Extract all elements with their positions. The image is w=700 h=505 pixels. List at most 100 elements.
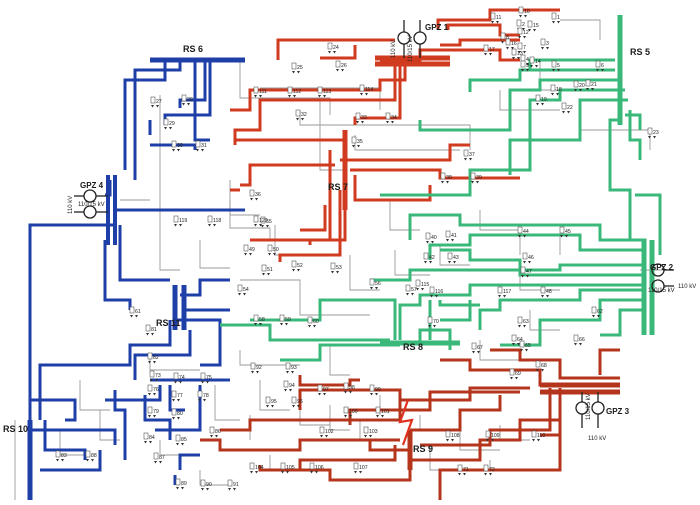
load-node-label: 15 bbox=[533, 23, 539, 29]
load-node-79: 79 bbox=[147, 406, 159, 418]
load-node-100: 100 bbox=[343, 406, 358, 418]
load-node-label: 57 bbox=[411, 287, 417, 293]
load-arrow-icon bbox=[238, 293, 246, 296]
load-arrow-icon bbox=[318, 393, 326, 396]
load-node-19: 19 bbox=[535, 94, 547, 106]
load-arrow-icon bbox=[484, 473, 492, 476]
load-node-label: 81 bbox=[151, 327, 157, 333]
load-node-label: 24 bbox=[333, 45, 339, 51]
load-node-label: 56 bbox=[375, 281, 381, 287]
load-node-84: 84 bbox=[143, 432, 155, 444]
load-arrow-icon bbox=[198, 399, 206, 402]
gpz4-mv: 110/15 kV bbox=[78, 202, 105, 208]
load-node-label: 78 bbox=[203, 393, 209, 399]
load-node-label: 115 bbox=[421, 282, 429, 288]
load-arrow-icon bbox=[356, 121, 364, 124]
load-arrow-icon bbox=[144, 441, 152, 444]
load-arrow-icon bbox=[528, 29, 536, 32]
load-node-117: 117 bbox=[497, 286, 511, 298]
load-arrow-icon bbox=[266, 405, 274, 408]
load-node-15: 15 bbox=[527, 20, 539, 32]
load-arrow-icon bbox=[296, 118, 304, 121]
blue-network bbox=[28, 58, 245, 500]
load-arrow-icon bbox=[172, 149, 180, 152]
load-arrow-icon bbox=[574, 89, 582, 92]
load-node-40: 40 bbox=[425, 232, 437, 244]
load-node-52: 52 bbox=[291, 260, 303, 272]
rs10-label: RS 10 bbox=[3, 424, 28, 434]
load-arrow-icon bbox=[518, 36, 526, 39]
load-arrow-icon bbox=[148, 393, 156, 396]
load-node-113: 113 bbox=[317, 86, 331, 98]
load-node-7: 7 bbox=[517, 42, 526, 54]
load-node-label: 104 bbox=[255, 465, 264, 471]
load-node-11: 11 bbox=[490, 12, 501, 24]
load-node-65: 65 bbox=[519, 340, 531, 352]
rs5-label: RS 5 bbox=[630, 47, 650, 57]
load-node-29: 29 bbox=[163, 118, 175, 130]
load-node-label: 26 bbox=[341, 63, 347, 69]
load-node-label: 76 bbox=[153, 387, 159, 393]
load-arrow-icon bbox=[530, 65, 538, 68]
load-node-label: 74 bbox=[179, 375, 185, 381]
load-arrow-icon bbox=[250, 471, 258, 474]
load-node-108: 108 bbox=[445, 430, 460, 442]
load-arrow-icon bbox=[352, 145, 360, 148]
load-arrow-icon bbox=[416, 288, 424, 291]
load-node-label: 42 bbox=[429, 255, 435, 261]
load-node-label: 68 bbox=[541, 363, 547, 369]
load-node-label: 69 bbox=[515, 371, 521, 377]
load-node-76: 76 bbox=[147, 384, 159, 396]
load-node-label: 63 bbox=[523, 319, 529, 325]
load-arrow-icon bbox=[344, 415, 352, 418]
load-arrow-icon bbox=[308, 325, 316, 328]
load-arrow-icon bbox=[344, 391, 352, 394]
load-arrow-icon bbox=[562, 111, 570, 114]
load-node-28: 28 bbox=[181, 94, 193, 106]
load-node-101: 101 bbox=[375, 406, 390, 418]
load-node-5: 5 bbox=[551, 60, 560, 72]
gpz3-mv: 110/15 kV bbox=[586, 393, 592, 420]
load-arrow-icon bbox=[446, 439, 454, 442]
load-arrow-icon bbox=[574, 343, 582, 346]
load-node-51: 51 bbox=[261, 264, 273, 276]
load-node-label: 37 bbox=[469, 152, 475, 158]
load-node-60: 60 bbox=[307, 316, 319, 328]
gpz2-label: GPZ 2 bbox=[650, 263, 674, 272]
load-arrow-icon bbox=[523, 261, 531, 264]
load-node-115: 115 bbox=[415, 279, 429, 291]
load-node-64: 64 bbox=[511, 334, 523, 346]
load-node-47: 47 bbox=[520, 266, 532, 278]
load-node-label: 62 bbox=[597, 309, 603, 315]
load-arrow-icon bbox=[328, 51, 336, 54]
load-arrow-icon bbox=[86, 459, 94, 462]
load-arrow-icon bbox=[261, 225, 269, 228]
load-node-94: 94 bbox=[283, 380, 295, 392]
load-node-label: 59 bbox=[285, 317, 291, 323]
load-node-label: 19 bbox=[541, 97, 547, 103]
load-node-label: 87 bbox=[159, 455, 165, 461]
load-node-label: 4 bbox=[526, 57, 529, 63]
load-node-44: 44 bbox=[517, 226, 529, 238]
load-arrow-icon bbox=[288, 95, 296, 98]
gpz1-label: GPZ 1 bbox=[425, 23, 449, 32]
load-node-109: 109 bbox=[485, 430, 500, 442]
load-node-label: 108 bbox=[451, 433, 460, 439]
load-node-label: 30 bbox=[177, 143, 183, 149]
load-arrow-icon bbox=[430, 295, 438, 298]
load-arrow-icon bbox=[370, 393, 378, 396]
load-node-72: 72 bbox=[483, 464, 495, 476]
load-node-37: 37 bbox=[463, 149, 475, 161]
load-node-16: 16 bbox=[505, 38, 517, 50]
load-arrow-icon bbox=[536, 369, 544, 372]
load-node-label: 119 bbox=[179, 218, 187, 224]
load-node-12: 12 bbox=[517, 27, 529, 39]
load-node-label: 64 bbox=[517, 337, 523, 343]
load-node-label: 86 bbox=[215, 429, 221, 435]
load-node-21: 21 bbox=[585, 79, 597, 91]
load-node-label: 113 bbox=[323, 89, 331, 95]
load-arrow-icon bbox=[518, 235, 526, 238]
gray-links bbox=[14, 19, 670, 500]
load-arrow-icon bbox=[386, 121, 394, 124]
